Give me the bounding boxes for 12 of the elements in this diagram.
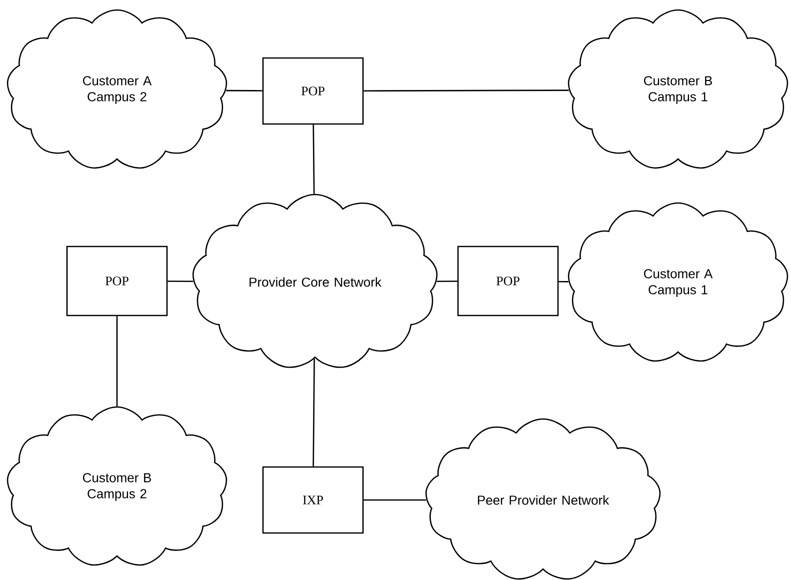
process-box: POP [262,57,364,125]
connector-line [312,124,315,194]
process-box: POP [66,246,168,316]
connector-line [364,499,426,501]
connector-line [226,90,262,92]
connector-line [168,280,194,282]
connector-line [364,90,569,92]
process-box: IXP [262,466,364,534]
connector-line [558,280,568,282]
connector-line [116,316,118,406]
connector-line [436,280,458,282]
process-box: POP [457,246,559,316]
